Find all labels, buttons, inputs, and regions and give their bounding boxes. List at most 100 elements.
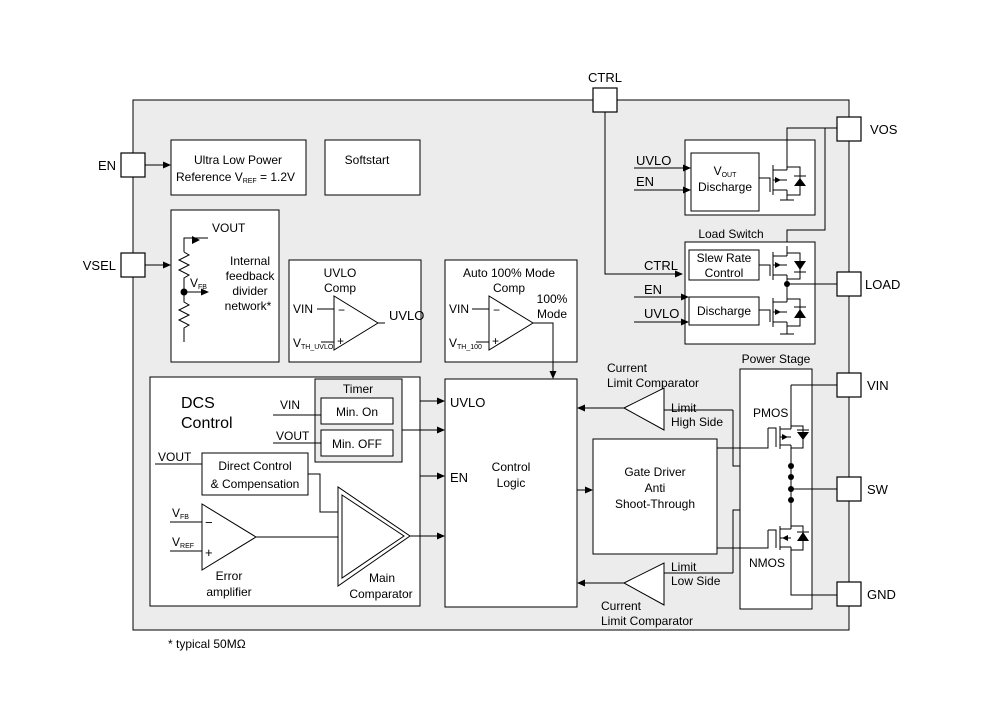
resistor-upper-symbol — [177, 251, 191, 292]
pin-load: LOAD — [836, 271, 900, 297]
dcs-title2: Control — [181, 415, 233, 432]
uvlo-comp-title1: UVLO — [324, 266, 357, 280]
reference-block: Ultra Low Power Reference VREF = 1.2V — [170, 139, 307, 196]
ls-discharge-fet-symbol — [759, 298, 806, 335]
load-switch-block: Load Switch Slew Rate Control Discharge … — [634, 227, 837, 345]
vout-discharge-uvlo: UVLO — [636, 153, 671, 168]
vout-discharge-vsub: OUT — [722, 172, 738, 179]
timer-vin: VIN — [280, 398, 300, 412]
pin-vos-label: VOS — [870, 122, 898, 137]
error-label1: Error — [216, 569, 243, 583]
error-vref-sub: REF — [180, 543, 194, 550]
load-switch-title: Load Switch — [698, 227, 763, 241]
error-vfb-sub: FB — [180, 514, 189, 521]
cl-ls-limit: Limit — [671, 560, 697, 574]
vout-discharge-en: EN — [636, 174, 654, 189]
pmos-label: PMOS — [753, 406, 788, 420]
pin-en-label: EN — [98, 158, 116, 173]
ls-discharge-block — [688, 296, 760, 326]
pin-vsel: VSEL — [83, 252, 146, 278]
vout-discharge-block: VOUT Discharge UVLO EN — [634, 127, 837, 216]
pin-en: EN — [98, 152, 146, 178]
timer-title: Timer — [343, 382, 373, 396]
auto100-out1: 100% — [537, 292, 568, 306]
min-on-label: Min. On — [336, 405, 378, 419]
auto100-minus: − — [493, 303, 500, 317]
uvlo-comparator-symbol — [333, 295, 379, 351]
vout-discharge-v: V — [714, 164, 722, 178]
svg-text:Reference VREF = 1.2V: Reference VREF = 1.2V — [176, 170, 295, 185]
current-limit-high-side: Current Limit Comparator Limit High Side — [577, 361, 791, 467]
uvlo-comp-block: UVLO Comp − + VIN VTH_UVLO UVLO — [288, 259, 424, 363]
slew-rate-line2: Control — [705, 266, 744, 280]
uvlo-comp-vth-sub: TH_UVLO — [301, 344, 334, 351]
auto100-vin: VIN — [449, 302, 469, 316]
uvlo-comp-output: UVLO — [389, 308, 424, 323]
reference-line1: Ultra Low Power — [194, 153, 282, 167]
control-logic-block: UVLO EN Control Logic — [444, 378, 578, 608]
svg-text:VTH_UVLO: VTH_UVLO — [293, 336, 334, 351]
uvlo-comp-minus: − — [338, 303, 345, 317]
feedback-vout-label: VOUT — [212, 221, 246, 235]
feedback-line3: divider — [232, 284, 267, 298]
control-logic-title2: Logic — [497, 476, 526, 490]
load-switch-uvlo: UVLO — [644, 306, 679, 321]
svg-text:VFB: VFB — [190, 276, 207, 291]
pin-gnd-label: GND — [867, 587, 896, 602]
direct-vout: VOUT — [158, 450, 192, 464]
power-stage-block: Power Stage PMOS NMOS — [717, 352, 837, 610]
uvlo-comp-vin: VIN — [293, 302, 313, 316]
error-plus: + — [205, 545, 213, 560]
gate-driver-block: Gate Driver Anti Shoot-Through — [592, 438, 718, 555]
resistor-lower-symbol — [177, 292, 191, 342]
pin-ctrl-label: CTRL — [588, 70, 622, 85]
softstart-block: Softstart — [324, 139, 421, 196]
direct-line1: Direct Control — [218, 459, 291, 473]
feedback-line2: feedback — [226, 269, 276, 283]
pin-sw-label: SW — [867, 482, 889, 497]
svg-text:VOUT: VOUT — [714, 164, 738, 179]
dcs-control-block: DCS Control Timer Min. On Min. OFF VIN V… — [149, 376, 421, 607]
cl-hs-limit: Limit — [671, 401, 697, 415]
direct-control-block — [201, 452, 309, 496]
min-on-block — [320, 397, 394, 425]
control-logic-en: EN — [450, 470, 468, 485]
svg-text:VREF: VREF — [172, 535, 194, 550]
pin-ctrl: CTRL — [588, 70, 622, 113]
pin-vsel-label: VSEL — [83, 258, 116, 273]
timer-vout: VOUT — [276, 429, 310, 443]
gate-driver-line1: Gate Driver — [624, 465, 685, 479]
cl-ls-side: Low Side — [671, 574, 721, 588]
load-switch-fet-symbol — [759, 246, 806, 300]
auto100-plus: + — [492, 334, 499, 348]
error-vfb: V — [172, 506, 180, 520]
cl-hs-line2: Limit Comparator — [607, 376, 699, 390]
uvlo-comp-plus: + — [337, 334, 344, 348]
current-limit-low-side: Limit Low Side Current Limit Comparator — [577, 509, 791, 628]
power-stage-title: Power Stage — [742, 352, 811, 366]
pin-vin-label: VIN — [867, 378, 889, 393]
auto100-out2: Mode — [537, 307, 567, 321]
error-vref: V — [172, 535, 180, 549]
load-switch-ctrl: CTRL — [644, 258, 678, 273]
main-comparator-symbol — [337, 486, 411, 587]
cl-hs-side: High Side — [671, 415, 723, 429]
svg-text:VTH_100: VTH_100 — [449, 336, 482, 351]
cl-hs-comparator-symbol — [622, 387, 665, 431]
control-logic-title1: Control — [492, 460, 531, 474]
cl-hs-line1: Current — [607, 361, 648, 375]
auto100-title2: Comp — [493, 281, 525, 295]
gate-driver-line2: Anti — [645, 481, 666, 495]
auto100-title1: Auto 100% Mode — [463, 266, 555, 280]
uvlo-comp-vth: V — [293, 336, 301, 350]
direct-line2: & Compensation — [211, 477, 300, 491]
feedback-vfb-sub: FB — [198, 284, 207, 291]
softstart-label: Softstart — [345, 153, 390, 167]
pin-vos: VOS — [836, 116, 898, 142]
pin-vin: VIN — [836, 372, 889, 398]
feedback-network-block: VOUT VFB Internal feedback divider netwo… — [170, 209, 280, 363]
error-label2: amplifier — [206, 585, 251, 599]
discharge-fet-symbol — [759, 157, 806, 201]
auto100-comparator-symbol — [488, 295, 534, 351]
reference-line2-sub: REF — [243, 178, 257, 185]
